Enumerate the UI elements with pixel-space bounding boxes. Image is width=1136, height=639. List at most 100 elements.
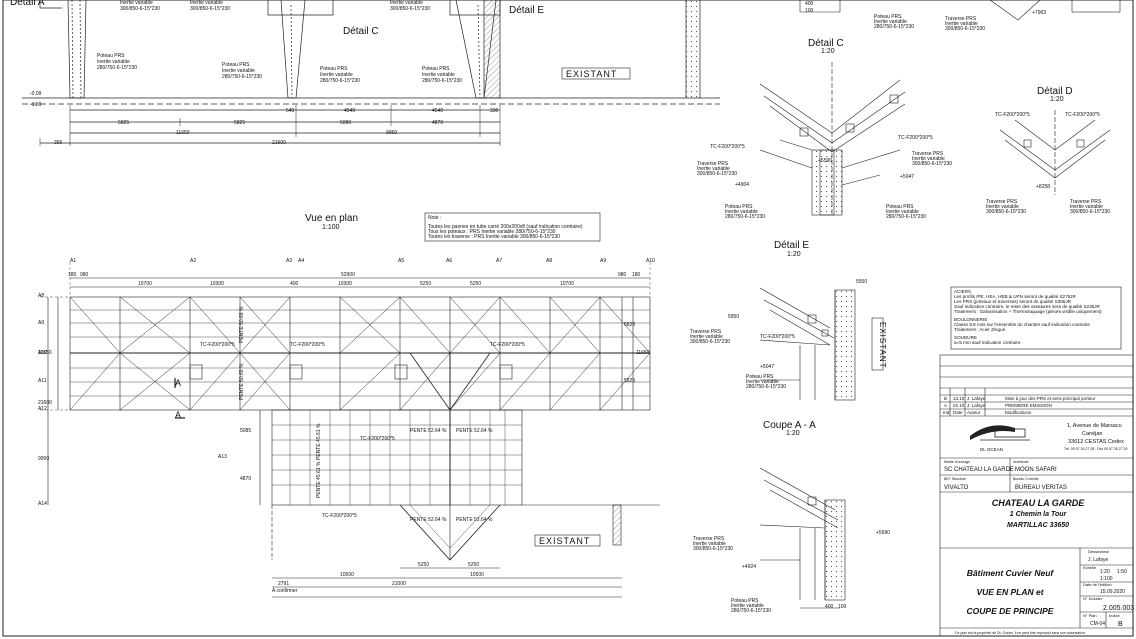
detail-e-scale: 1:20	[787, 251, 801, 258]
svg-text:A4: A4	[298, 258, 304, 264]
svg-text:Note :: Note :	[428, 215, 441, 221]
svg-text:TC-F200*200*5: TC-F200*200*5	[290, 342, 325, 348]
svg-text:280/750-6-15*230: 280/750-6-15*230	[97, 65, 137, 71]
detail-c-title: Détail C	[808, 38, 844, 49]
svg-text:Traverse PRS: Traverse PRS	[697, 161, 729, 167]
svg-text:A5: A5	[398, 258, 404, 264]
svg-text:280/750-6-15*230: 280/750-6-15*230	[320, 78, 360, 84]
svg-text:4540: 4540	[344, 108, 355, 114]
svg-text:Echelle: Echelle	[1083, 565, 1097, 570]
svg-text:5825: 5825	[118, 120, 129, 126]
svg-text:21600: 21600	[38, 400, 52, 406]
coupe-aa-drawing	[759, 467, 846, 609]
svg-text:5080: 5080	[340, 120, 351, 126]
svg-text:+5590: +5590	[818, 158, 832, 164]
svg-text:10300: 10300	[338, 281, 352, 287]
vue-en-plan-scale: 1:100	[322, 224, 340, 231]
svg-text:TC-F200*200*5: TC-F200*200*5	[710, 144, 745, 150]
svg-text:Auteur: Auteur	[967, 410, 981, 415]
svg-text:BOULONNERIE: BOULONNERIE	[954, 317, 987, 322]
svg-text:Inertie variable: Inertie variable	[945, 21, 978, 27]
svg-text:ACIERS: ACIERS	[954, 289, 971, 294]
title-block-meta: Dessinateur J. Lafaye Echelle 1:20 1:50 …	[1083, 549, 1134, 628]
svg-text:Poteau PRS: Poteau PRS	[725, 204, 753, 210]
svg-text:5250: 5250	[420, 281, 431, 287]
svg-text:B: B	[1118, 621, 1123, 628]
svg-text:A10: A10	[646, 258, 655, 264]
detail-d-title: Détail D	[1037, 86, 1073, 97]
svg-text:Date: Date	[953, 410, 963, 415]
coupe-aa-title: Coupe A - A	[763, 420, 816, 431]
svg-text:300/850-6-15*230: 300/850-6-15*230	[390, 6, 430, 12]
svg-text:Inertie variable: Inertie variable	[690, 334, 723, 340]
svg-text:10500: 10500	[340, 572, 354, 578]
svg-text:Traverse PRS: Traverse PRS	[986, 199, 1018, 205]
svg-text:300/850-6-15*230: 300/850-6-15*230	[986, 209, 1026, 215]
existant-label-right: EXISTANT	[878, 322, 887, 369]
elevation-view	[22, 0, 720, 146]
svg-text:Inertie variable: Inertie variable	[886, 209, 919, 215]
svg-text:A: A	[944, 403, 947, 408]
section-mark-a-upper: A	[175, 378, 181, 388]
svg-text:PENTE 45.61 %: PENTE 45.61 %	[316, 423, 322, 460]
svg-text:1 Chemin la Tour: 1 Chemin la Tour	[1010, 511, 1068, 518]
svg-text:Date de l'édition: Date de l'édition	[1083, 582, 1112, 587]
copyright-footer: Ce plan est la propriété de DL Océan. Il…	[955, 631, 1086, 635]
svg-text:Poteau PRS: Poteau PRS	[320, 66, 348, 72]
svg-text:1:100: 1:100	[1100, 576, 1113, 582]
svg-text:300/850-6-15*230: 300/850-6-15*230	[912, 161, 952, 167]
svg-text:Inertie variable: Inertie variable	[912, 156, 945, 162]
svg-text:5250: 5250	[470, 281, 481, 287]
svg-text:Inertie variable: Inertie variable	[746, 379, 779, 385]
svg-text:A1: A1	[70, 258, 76, 264]
svg-text:Traitement : Acier Zingué: Traitement : Acier Zingué	[954, 327, 1006, 332]
detail-e-callout: Détail E	[509, 5, 544, 16]
svg-text:Tous les poteaux : PRS Inertie: Tous les poteaux : PRS Inertie variable …	[428, 229, 556, 235]
svg-text:+4904: +4904	[735, 182, 749, 188]
svg-text:300/850-6-15*230: 300/850-6-15*230	[697, 171, 737, 177]
svg-text:MOON SAFARI: MOON SAFARI	[1015, 467, 1057, 473]
svg-text:+7963: +7963	[1032, 10, 1046, 16]
svg-text:5825: 5825	[234, 120, 245, 126]
svg-text:10500: 10500	[470, 572, 484, 578]
svg-text:Les profils IPE, HEA, HEB & UP: Les profils IPE, HEA, HEB & UPN seront d…	[954, 294, 1076, 299]
detail-e-title: Détail E	[774, 240, 809, 251]
svg-text:+8258: +8258	[1036, 184, 1050, 190]
svg-text:10700: 10700	[560, 281, 574, 287]
svg-text:TC-F200*200*5: TC-F200*200*5	[995, 112, 1030, 118]
svg-text:Traverse PRS: Traverse PRS	[1070, 199, 1102, 205]
stakeholder-labels: Maître d'ouvrage Architecte BET Structur…	[944, 460, 1039, 481]
svg-text:980: 980	[618, 272, 627, 278]
svg-text:A7: A7	[496, 258, 502, 264]
svg-text:Inertie variable: Inertie variable	[693, 541, 726, 547]
svg-text:280/750-6-15*230: 280/750-6-15*230	[422, 78, 462, 84]
svg-text:400: 400	[825, 604, 834, 610]
existant-label-plan: EXISTANT	[539, 536, 590, 546]
detail-c-callout: Détail C	[343, 26, 379, 37]
svg-text:TC-F200*200*5: TC-F200*200*5	[1065, 112, 1100, 118]
svg-text:4540: 4540	[432, 108, 443, 114]
svg-text:Canéjan: Canéjan	[1082, 431, 1103, 437]
top-right-annotations: Poteau PRS Inertie variable 280/750-6-15…	[805, 1, 1046, 32]
plan-pente-vertical: PENTE 50.69 % PENTE 50.69 % PENTE 45.61 …	[239, 306, 322, 498]
svg-text:Traverse PRS: Traverse PRS	[912, 151, 944, 157]
detail-e-drawing	[759, 287, 856, 401]
svg-text:100: 100	[838, 604, 847, 610]
note-box: Note : Toutes les pannes en tube carré 2…	[428, 215, 583, 240]
svg-text:15.09.2020: 15.09.2020	[1100, 589, 1125, 595]
svg-text:Poteau PRS: Poteau PRS	[886, 204, 914, 210]
svg-text:VIVALTO: VIVALTO	[944, 485, 969, 491]
title-block	[939, 354, 1134, 637]
svg-text:02.10: 02.10	[953, 403, 965, 408]
svg-text:A10: A10	[38, 350, 47, 356]
svg-text:280/750-6-15*230: 280/750-6-15*230	[731, 608, 771, 614]
svg-text:2791: 2791	[278, 581, 289, 587]
svg-text:TC-F200*200*5: TC-F200*200*5	[490, 342, 525, 348]
drawing-title-block: Bâtiment Cuvier Neuf VUE EN PLAN et COUP…	[967, 568, 1055, 616]
svg-text:Inertie variable: Inertie variable	[697, 166, 730, 172]
svg-text:N° Plan: N° Plan	[1083, 613, 1097, 618]
svg-text:280/750-6-15*230: 280/750-6-15*230	[222, 74, 262, 80]
svg-text:2.005.003: 2.005.003	[1103, 605, 1134, 612]
svg-text:A8: A8	[546, 258, 552, 264]
